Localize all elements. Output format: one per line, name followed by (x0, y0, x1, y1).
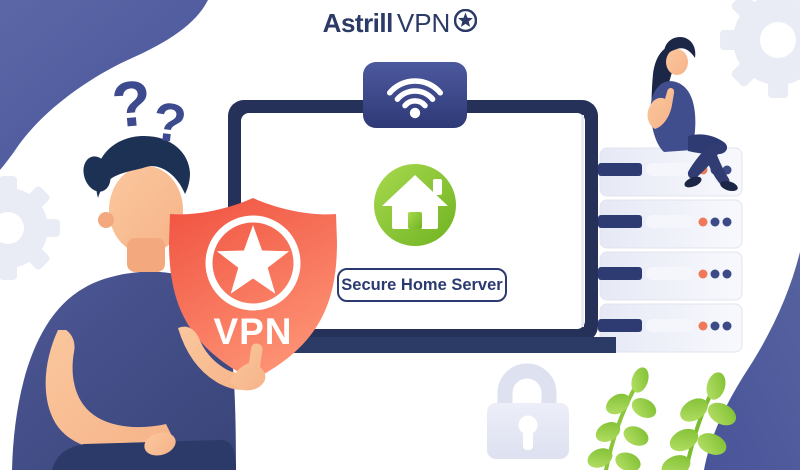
home-badge (374, 164, 456, 246)
corner-blob-top-left (0, 0, 208, 170)
vpn-shield-label: VPN (213, 311, 293, 352)
pointing-hand (178, 326, 266, 391)
woman-figure (647, 37, 738, 191)
secure-home-server-label: Secure Home Server (337, 268, 507, 302)
man-figure (12, 135, 236, 470)
question-mark-icon: ? (149, 91, 190, 155)
server-unit (598, 251, 743, 301)
plant-icon (587, 367, 737, 470)
vpn-shield (169, 198, 337, 380)
wifi-icon (386, 78, 444, 109)
gear-icon (0, 0, 800, 280)
star-badge-icon (454, 9, 478, 32)
brand-name-light: VPN (396, 8, 451, 38)
brand-name-bold: Astrill (322, 8, 394, 38)
question-mark-icon: ? (108, 66, 155, 142)
home-icon (382, 175, 448, 229)
wifi-router (363, 62, 467, 128)
laptop-base (286, 337, 616, 353)
padlock-icon (487, 363, 569, 459)
server-unit (598, 303, 743, 353)
server-unit (598, 199, 743, 249)
star-icon (205, 215, 301, 311)
